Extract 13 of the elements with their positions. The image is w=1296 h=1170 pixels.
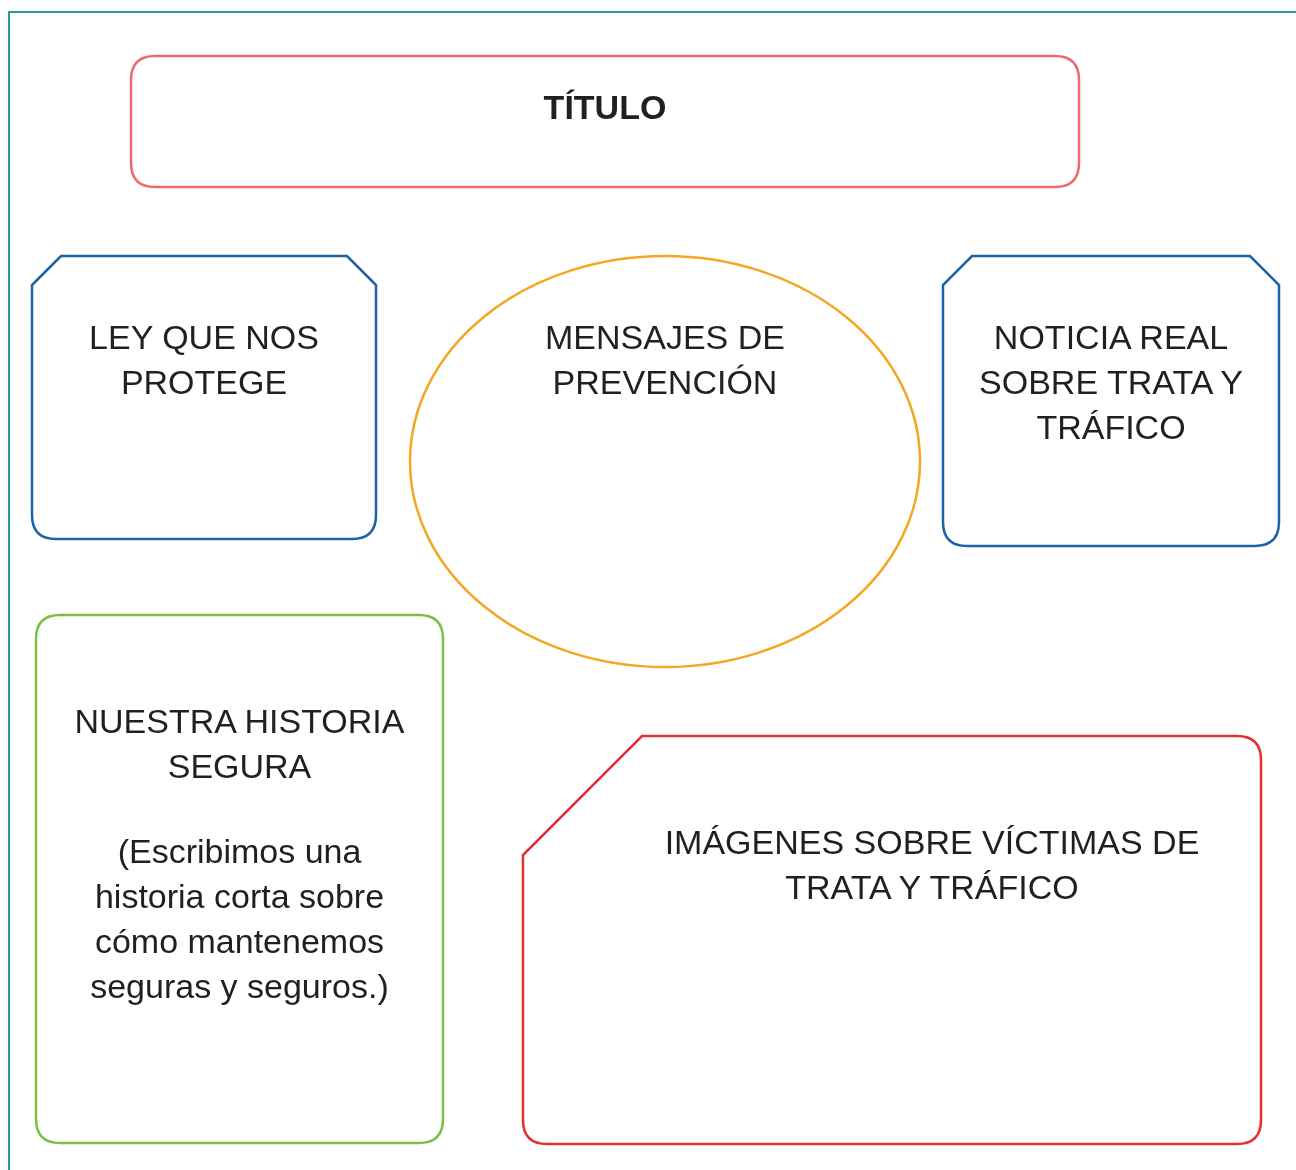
- topic-panel: [942, 255, 1280, 547]
- title-text: TÍTULO: [542, 87, 668, 128]
- panel-heading: IMÁGENES SOBRE VÍCTIMAS DE TRATA Y TRÁFICO: [663, 822, 1201, 908]
- story-panel: [35, 614, 444, 1144]
- panel-heading: NOTICIA REAL SOBRE TRATA Y TRÁFICO: [978, 317, 1244, 448]
- panel-heading: MENSAJES DE PREVENCIÓN: [544, 317, 786, 403]
- title-box: [130, 55, 1080, 188]
- panel-instructions: (Escribimos una historia corta sobre cómo mantenemos seguras y seguros.): [89, 831, 390, 1007]
- topic-ellipse: [409, 255, 921, 668]
- images-panel: [522, 735, 1262, 1145]
- panel-heading: LEY QUE NOS PROTEGE: [88, 317, 320, 403]
- topic-panel: [31, 255, 377, 540]
- panel-heading: NUESTRA HISTORIA SEGURA: [73, 701, 406, 787]
